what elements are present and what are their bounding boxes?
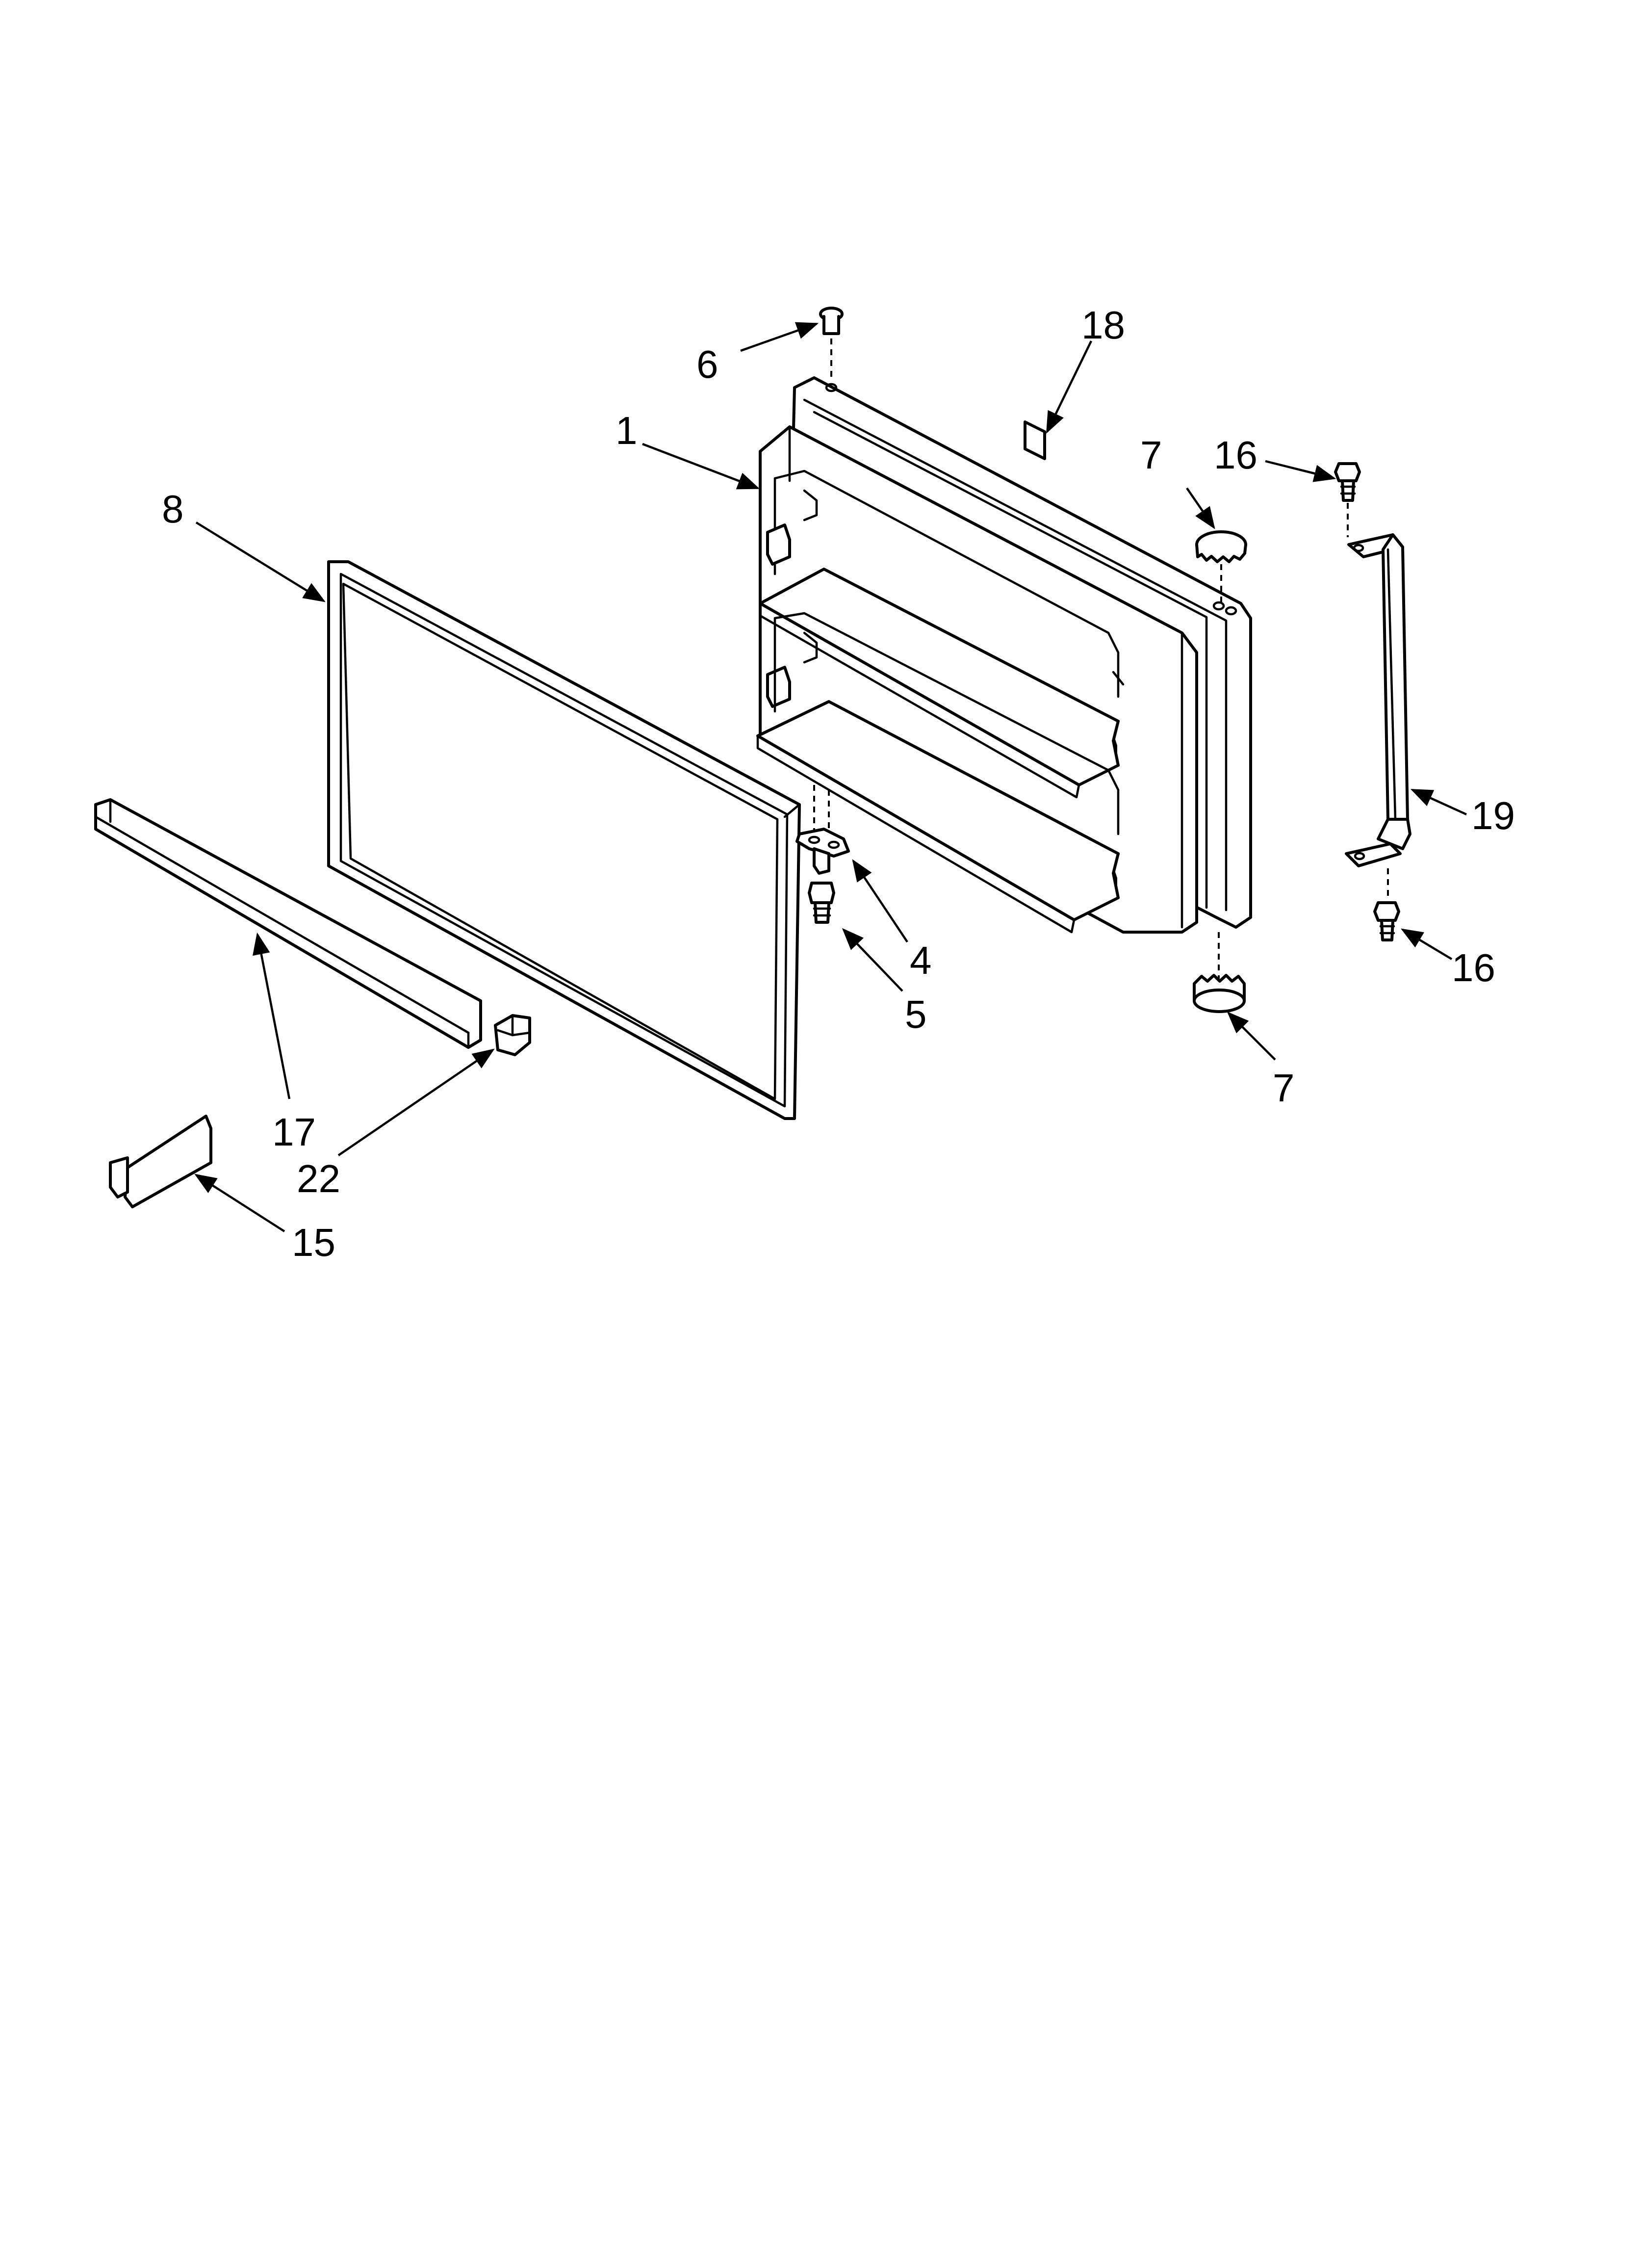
plug-cap-top	[1195, 530, 1247, 603]
hinge-pin	[819, 307, 844, 380]
callout-7-top: 7	[1140, 433, 1162, 477]
callout-4: 4	[910, 938, 932, 982]
leader-15	[194, 1173, 285, 1232]
plug-cap-bottom	[1193, 932, 1246, 1013]
callout-6: 6	[696, 342, 718, 386]
callout-7-bottom: 7	[1273, 1066, 1295, 1110]
handle-screw-bottom	[1373, 868, 1400, 941]
callout-1: 1	[616, 409, 638, 452]
callout-22: 22	[297, 1157, 340, 1200]
callout-16-top: 16	[1214, 433, 1257, 477]
leader-4	[852, 859, 908, 943]
hinge-screw	[808, 882, 835, 924]
leader-1	[642, 443, 760, 490]
callout-labels: 1 6 18 7 16 8 19 4 5 16 7 17 22 15	[162, 303, 1515, 1264]
leader-7-top	[1186, 487, 1215, 529]
cover-plate	[109, 1115, 212, 1208]
door-liner	[756, 376, 1252, 934]
leader-6	[740, 322, 819, 352]
callout-5: 5	[905, 992, 927, 1036]
leader-17	[253, 932, 291, 1099]
callout-8: 8	[162, 487, 184, 531]
handle-screw-top	[1334, 462, 1361, 537]
door-handle	[1345, 533, 1411, 867]
leader-22	[337, 1048, 495, 1156]
callout-17: 17	[272, 1110, 316, 1154]
door-gasket	[327, 560, 801, 1120]
label-sticker	[1024, 420, 1046, 460]
leader-lines	[194, 322, 1467, 1232]
trim-strip	[94, 798, 482, 1049]
leader-7-bottom	[1227, 1011, 1276, 1061]
leader-8	[195, 521, 326, 602]
callout-18: 18	[1081, 303, 1125, 347]
callout-15: 15	[292, 1221, 335, 1264]
callout-16-bottom: 16	[1452, 946, 1495, 990]
clip	[494, 1014, 531, 1056]
leader-5	[842, 928, 903, 992]
leader-18	[1046, 340, 1093, 434]
leader-19	[1410, 788, 1467, 816]
callout-19: 19	[1471, 794, 1515, 837]
leader-16-top	[1265, 460, 1336, 482]
leader-16-bottom	[1401, 928, 1453, 960]
hinge-bracket	[795, 785, 850, 875]
